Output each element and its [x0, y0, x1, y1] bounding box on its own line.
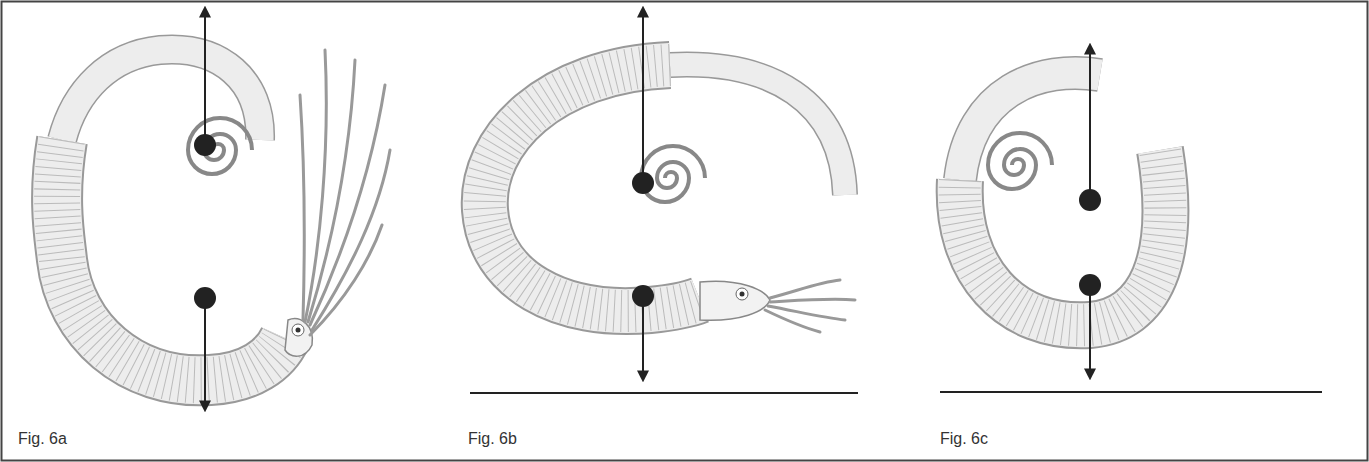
shell-6b — [485, 65, 855, 332]
shell-6c — [960, 73, 1166, 325]
center-dots — [194, 134, 1101, 309]
ground-lines — [470, 392, 1322, 393]
figure-label: Fig. 6c — [940, 430, 988, 448]
figure-label: Fig. 6a — [18, 430, 67, 448]
figure-label: Fig. 6b — [468, 430, 517, 448]
force-arrows — [205, 8, 1090, 410]
shell-6a — [57, 50, 390, 381]
